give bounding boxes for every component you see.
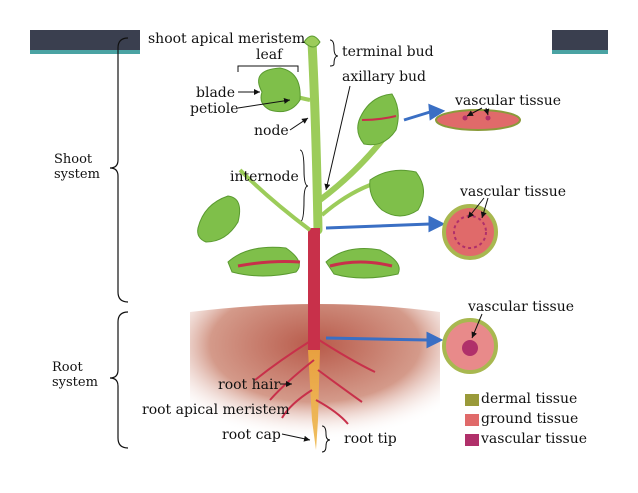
pointer-vt-stem-1: [467, 197, 485, 219]
terminal-bud-bracket: [329, 39, 339, 67]
pointer-vt-stem-2: [480, 197, 489, 219]
legend-swatch-ground: [465, 414, 479, 426]
root-vascular-core: [462, 340, 478, 356]
blue-arrow-root: [325, 336, 429, 342]
leaf-upper-right-vein: [361, 115, 397, 121]
label-vascular-tissue-leaf: vascular tissue: [455, 93, 562, 109]
pointer-petiole: [237, 97, 291, 109]
legend-swatch-vascular: [465, 434, 479, 446]
header-bar-right: [552, 30, 608, 50]
pointer-vt-root: [471, 313, 483, 339]
label-axillary-bud: axillary bud: [342, 69, 427, 85]
label-internode: internode: [230, 169, 299, 185]
header-bar-left: [30, 30, 140, 50]
label-vascular-tissue-root: vascular tissue: [468, 299, 575, 315]
leaf-cross-section: [435, 109, 521, 131]
root-system-bracket: [109, 311, 129, 449]
header-bar-left-accent: [30, 50, 140, 54]
shoot-system-bracket: [109, 37, 129, 303]
label-root-apical-meristem: root apical meristem: [142, 402, 290, 418]
pointer-root-cap: [281, 433, 311, 442]
legend-swatch-dermal: [465, 394, 479, 406]
label-petiole: petiole: [190, 101, 239, 117]
stem-branch-lower-right: [320, 183, 371, 217]
leaf-mid-left: [197, 195, 241, 243]
label-root-cap: root cap: [222, 427, 281, 443]
root-tip-bracket: [321, 425, 331, 453]
label-root-system: Root system: [52, 360, 98, 390]
legend-label-dermal: dermal tissue: [481, 391, 578, 407]
stem-upper: [307, 37, 323, 235]
label-shoot-apical-meristem: shoot apical meristem: [148, 31, 306, 47]
pointer-node: [289, 117, 309, 131]
header-bar-right-accent: [552, 50, 608, 54]
blue-arrow-leaf: [403, 110, 431, 122]
legend-label-vascular: vascular tissue: [481, 431, 588, 447]
label-blade: blade: [196, 85, 236, 101]
blue-arrow-stem: [325, 222, 431, 230]
label-root-hair: root hair: [218, 377, 281, 393]
label-root-tip: root tip: [344, 431, 397, 447]
stem-cross-section: [442, 204, 498, 260]
label-node: node: [254, 123, 289, 139]
leaf-bracket: [237, 65, 299, 72]
leaf-lower-right-vein: [329, 260, 393, 268]
label-leaf: leaf: [256, 47, 283, 63]
legend-label-ground: ground tissue: [481, 411, 579, 427]
leaf-mid-right: [369, 169, 424, 217]
pointer-vt-leaf-1: [466, 107, 483, 117]
internode-bracket: [299, 149, 309, 223]
leaf-vascular-bundle-2: [485, 115, 491, 121]
leaf-lower-left-vein: [237, 260, 301, 268]
pointer-axillary-bud: [324, 85, 351, 191]
pointer-vt-leaf-2: [483, 107, 490, 116]
label-terminal-bud: terminal bud: [342, 44, 434, 60]
taproot: [308, 350, 320, 450]
leaf-vascular-bundle-1: [462, 115, 468, 121]
terminal-bud: [303, 35, 321, 48]
leaf-top-left: [258, 67, 301, 113]
stem-branch-lower-left: [238, 168, 312, 232]
label-shoot-system: Shoot system: [54, 152, 100, 182]
label-vascular-tissue-stem: vascular tissue: [460, 184, 567, 200]
